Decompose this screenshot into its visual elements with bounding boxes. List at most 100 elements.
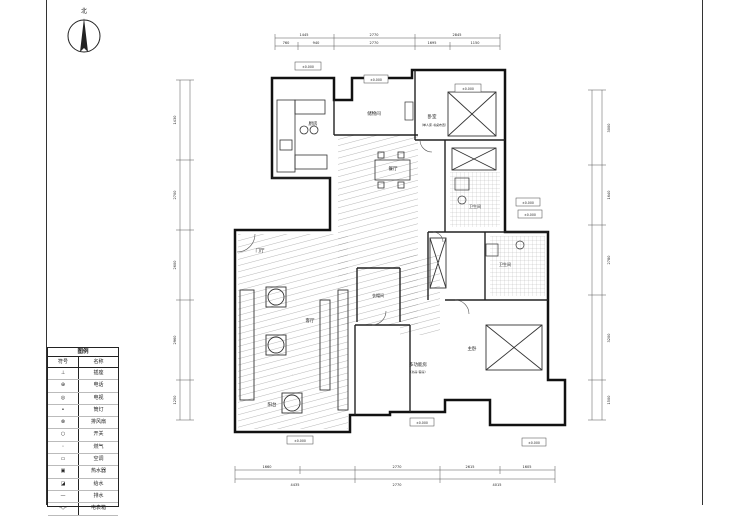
dim-right-4: 3200: [607, 334, 611, 343]
legend-col-name: 名称: [93, 359, 104, 365]
room-entry: 门厅: [256, 247, 265, 254]
room-study-note: （书房·客房）: [409, 369, 428, 374]
legend-item-name: 排风扇: [90, 419, 106, 426]
dim-top-1-1: 1445: [300, 33, 309, 37]
legend-item-name: 给水: [93, 480, 104, 487]
room-bath1: 卫生间: [469, 203, 481, 209]
dim-top-1-2: 2770: [370, 33, 379, 37]
dim-bot-1-4: 1605: [523, 465, 532, 469]
gas-icon: ◦: [48, 441, 79, 454]
bottom-dimension-lines: [234, 466, 556, 483]
dim-bot-1-3: 2615: [466, 465, 475, 469]
dim-left-2: 2700: [173, 191, 177, 200]
heater-icon: ▣: [48, 466, 79, 478]
level-tag-5: ±0.000: [524, 213, 536, 217]
dim-left-4: 2960: [173, 336, 177, 345]
legend-item-name: 电话: [93, 382, 104, 389]
level-tags: [286, 61, 547, 447]
water-icon: ◪: [48, 478, 79, 490]
level-tag-7: ±0.000: [416, 421, 428, 425]
dim-right-5: 1500: [607, 396, 611, 405]
dim-bot-2-1: 4435: [291, 483, 300, 487]
legend-table: 图例 符号 名称 ⊥插座 ⊕电话 ◎电视 •筒灯 ⊗排风扇 ○开关 ◦燃气 ▭空…: [47, 347, 119, 516]
legend-item-name: 筒灯: [93, 406, 104, 413]
switch-icon: ○: [48, 429, 79, 441]
room-kitchen: 厨房: [309, 120, 318, 127]
legend-item-name: 燃气: [93, 443, 104, 450]
dim-bot-1-2: 2770: [393, 465, 402, 469]
legend-item-name: 空调: [93, 456, 104, 463]
light-icon: •: [48, 404, 79, 417]
dim-bot-1-1: 1660: [263, 465, 272, 469]
dim-bot-2-2: 2770: [393, 483, 402, 487]
room-bedroom-note: （单人床·书桌布置）: [420, 122, 448, 127]
dim-right-1: 3000: [607, 124, 611, 133]
top-dimension-texts: 1445 2770 2845 760 940 2770 1695 1150: [283, 33, 480, 45]
dim-right-3: 2780: [607, 256, 611, 265]
room-labels: 厨房 储物间 卧室 （单人床·书桌布置） 餐厅 卫生间 卫生间 门厅 客厅 阳台…: [256, 110, 512, 408]
bottom-dimension-texts: 1660 2770 2615 1605 4435 2770 4015: [263, 465, 532, 487]
legend-item-name: 开关: [93, 431, 104, 438]
level-tag-3: ±0.000: [462, 87, 474, 91]
right-dimension-lines: [588, 89, 606, 421]
plug-icon: ⊥: [48, 368, 79, 380]
dim-bot-2-3: 4015: [493, 483, 502, 487]
room-master: 主卧: [468, 345, 477, 352]
room-bedroom-top: 卧室: [428, 113, 437, 120]
legend-row: —排水: [48, 490, 118, 504]
level-tag-6: ±0.000: [294, 439, 306, 443]
level-tag-8: ±0.000: [528, 441, 540, 445]
wood-floor: [238, 135, 440, 429]
room-bath2: 卫生间: [499, 261, 511, 267]
dim-left-3: 2600: [173, 261, 177, 270]
beds: [429, 91, 543, 371]
legend-col-symbol: 符号: [48, 357, 79, 367]
legend-row: ▣ 热水器: [48, 466, 118, 479]
legend-row: -◇-电表箱: [48, 503, 118, 516]
level-tag-1: ±0.000: [302, 65, 314, 69]
top-dimension-lines: [274, 34, 501, 50]
legend-row: ▭空调: [48, 454, 118, 467]
room-dining: 餐厅: [389, 165, 398, 172]
bath-fixtures: [404, 101, 525, 257]
dim-left-1: 1430: [173, 116, 177, 125]
legend-row: ◦ 燃气: [48, 441, 118, 455]
room-closet: 衣帽间: [372, 292, 384, 298]
dim-left-5: 1250: [173, 396, 177, 405]
left-dimension-lines: [176, 79, 194, 421]
dim-top-2-1: 760: [283, 41, 290, 45]
legend-row: ○ 开关: [48, 429, 118, 442]
phone-icon: ⊕: [48, 380, 79, 392]
living-furniture: [239, 286, 349, 414]
dim-right-2: 1640: [607, 191, 611, 200]
legend-row: ⊕ 电话: [48, 380, 118, 393]
fan-icon: ⊗: [48, 417, 79, 429]
room-storage: 储物间: [367, 110, 381, 117]
legend-row: ◪ 给水: [48, 478, 118, 491]
right-dimension-texts: 3000 1640 2780 3200 1500: [607, 124, 611, 405]
dim-top-2-2: 940: [313, 41, 320, 45]
legend-item-name: 插座: [93, 370, 104, 376]
legend-item-name: 热水器: [90, 468, 106, 475]
tile-floor: [450, 172, 545, 296]
level-tag-texts: ±0.000 ±0.000 ±0.000 ±0.000 ±0.000 ±0.00…: [294, 65, 540, 445]
dim-top-2-3: 2770: [370, 41, 379, 45]
dim-top-2-5: 1150: [471, 41, 480, 45]
north-label: 北: [81, 7, 87, 15]
legend-title: 图例: [48, 348, 118, 357]
interior-walls: [272, 70, 548, 415]
north-arrow: 北: [67, 7, 101, 53]
floor-plan-drawing: 北 1445 2770 2845 760 940 2770 1695 1150 …: [67, 7, 611, 487]
legend-row: ⊗ 排风扇: [48, 417, 118, 430]
door-swings: [236, 139, 470, 326]
level-tag-4: ±0.000: [522, 201, 534, 205]
dim-top-1-3: 2845: [453, 33, 462, 37]
room-study: 多功能房: [409, 361, 427, 368]
drain-icon: —: [48, 490, 79, 503]
kitchen-counters: [276, 99, 328, 173]
level-tag-2: ±0.000: [370, 78, 382, 82]
room-balcony: 阳台: [268, 401, 277, 408]
left-dimension-texts: 1430 2700 2600 2960 1250: [173, 116, 177, 405]
room-living: 客厅: [306, 317, 315, 324]
legend-row: ⊥ 插座: [48, 368, 118, 381]
